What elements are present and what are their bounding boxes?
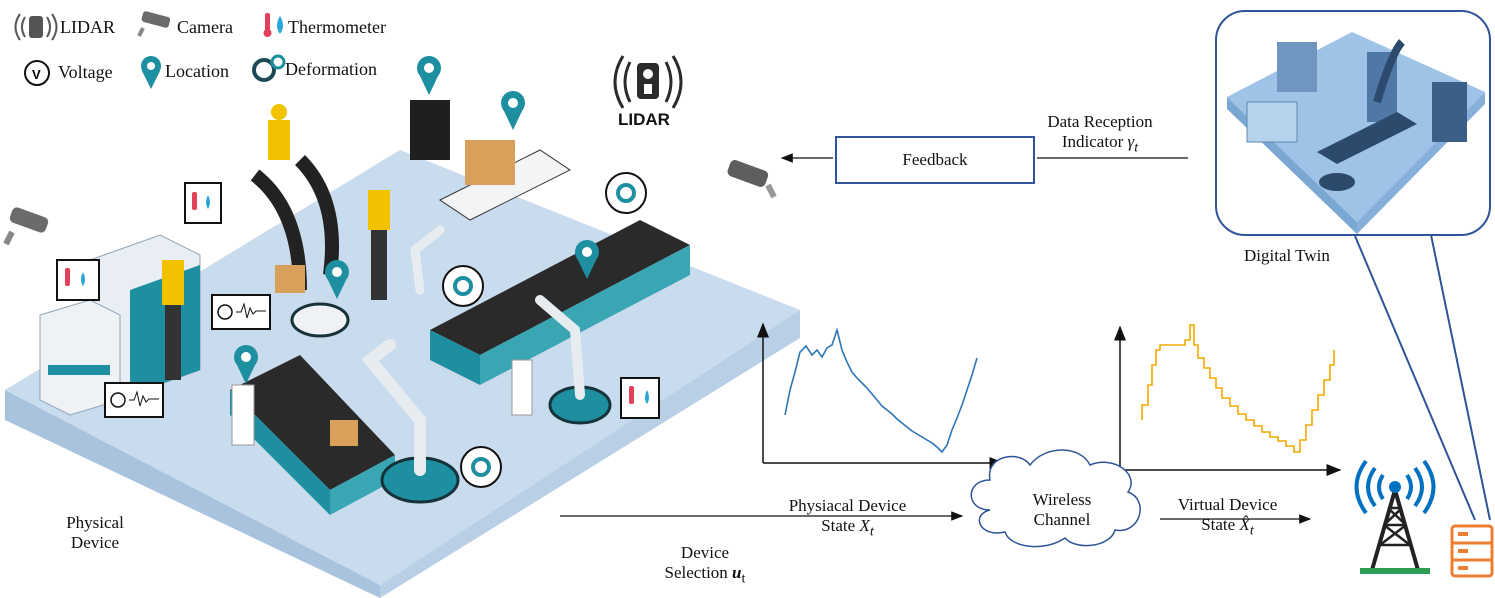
xhat-subscript: t — [1249, 522, 1254, 539]
wireless-channel-line2: Channel — [1033, 510, 1091, 529]
arrows — [560, 153, 1312, 524]
xhat-symbol: X̂ — [1239, 515, 1250, 534]
device-selection-text: Selection — [664, 563, 728, 582]
device-selection-line1: Device — [680, 543, 730, 562]
digital-twin-box — [1215, 10, 1491, 236]
physical-state-line2: State Xt — [760, 516, 935, 541]
feedback-box: Feedback — [835, 136, 1035, 184]
virtual-state-label: Virtual Device State X̂t — [1155, 495, 1300, 540]
thermometer-callouts — [56, 182, 660, 419]
digital-twin-label: Digital Twin — [1244, 246, 1330, 265]
physical-device-line1: Physical — [66, 513, 124, 532]
digital-twin-scene — [1227, 32, 1485, 234]
factory-machines — [39, 100, 690, 515]
physical-state-label: Physiacal Device State Xt — [760, 496, 935, 541]
legend-camera-label: Camera — [177, 17, 233, 37]
wireless-channel-cloud — [970, 449, 1141, 548]
data-reception-line2: Indicator γt — [1030, 132, 1170, 157]
physical-device-line2: Device — [70, 533, 120, 552]
legend-voltage-label: Voltage — [58, 62, 113, 82]
lidar-heading: LIDAR — [618, 110, 670, 129]
virtual-state-line1: Virtual Device — [1177, 495, 1278, 514]
legend-icons: V — [14, 11, 286, 89]
physical-state-line1: Physiacal Device — [788, 496, 907, 515]
gamma-subscript: t — [1134, 139, 1139, 156]
device-selection-label: Device Selection ut — [630, 543, 780, 588]
u-symbol: u — [732, 563, 742, 582]
virtual-state-text: State — [1201, 515, 1236, 534]
virtual-state-plot — [1114, 324, 1342, 476]
server-icon — [1450, 524, 1494, 578]
physical-state-plot — [757, 322, 1005, 469]
wireless-channel-label: Wireless Channel — [1012, 490, 1112, 530]
cell-tower-icon — [1354, 459, 1436, 574]
physical-device-label: Physical Device — [55, 513, 135, 553]
data-reception-text: Indicator — [1061, 132, 1124, 151]
feedback-label: Feedback — [902, 150, 968, 169]
wireless-channel-line1: Wireless — [1032, 490, 1092, 509]
digital-twin-callout-tail — [1354, 229, 1491, 521]
device-selection-line2: Selection ut — [630, 563, 780, 588]
u-subscript: t — [741, 570, 746, 587]
deformation-callouts — [442, 172, 647, 488]
svg-text:V: V — [32, 67, 41, 82]
legend-location-label: Location — [165, 61, 229, 81]
legend-deformation-label: Deformation — [285, 59, 377, 79]
camera-icon — [3, 160, 777, 246]
data-reception-indicator-label: Data Reception Indicator γt — [1030, 112, 1170, 157]
gamma-symbol: γ — [1127, 132, 1135, 151]
lidar-icon — [613, 55, 683, 109]
legend-thermometer-label: Thermometer — [288, 17, 386, 37]
physical-state-text: State — [821, 516, 856, 535]
x-symbol: X — [859, 516, 870, 535]
legend-lidar-label: LIDAR — [60, 17, 115, 37]
voltage-callouts — [104, 294, 271, 418]
data-reception-line1: Data Reception — [1047, 112, 1153, 131]
x-subscript: t — [869, 523, 874, 540]
virtual-state-line2: State X̂t — [1155, 515, 1300, 540]
